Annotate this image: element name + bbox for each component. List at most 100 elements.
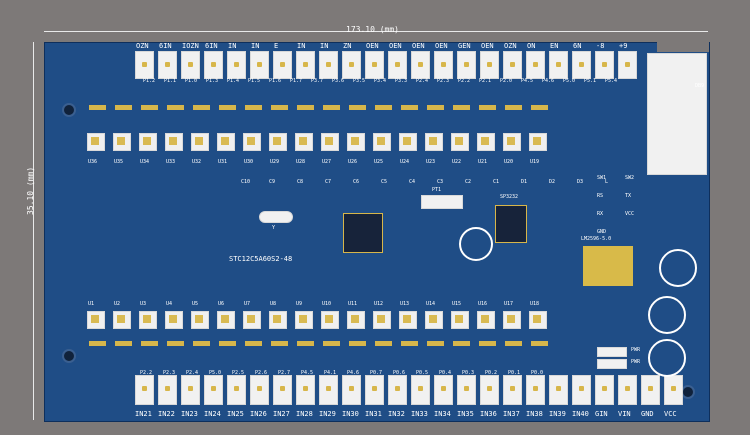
top-module-label: U27: [322, 159, 332, 165]
top-dimension-label: 173.10 (mm): [346, 25, 399, 34]
misc-label: D1: [521, 179, 528, 185]
top-module-pad: [353, 105, 358, 110]
bottom-module-label: U11: [348, 301, 358, 307]
bottom-net-label: P4.5: [301, 370, 314, 376]
bottom-module-pad: [413, 341, 418, 346]
top-module-pad: [375, 105, 380, 110]
bottom-connector-label: IN35: [457, 410, 474, 418]
top-module-pad: [505, 105, 510, 110]
misc-label: C1: [493, 179, 500, 185]
bottom-module-pad: [119, 341, 124, 346]
top-module-pad: [327, 105, 332, 110]
bottom-module-pad: [513, 341, 518, 346]
top-module-pad: [97, 105, 102, 110]
bottom-connector-label: IN27: [273, 410, 290, 418]
bottom-module-pad: [101, 341, 106, 346]
bottom-module-pad: [219, 341, 224, 346]
top-module-label: U20: [504, 159, 514, 165]
top-dimension-line: [44, 31, 708, 32]
bottom-module-pad: [171, 341, 176, 346]
top-module-pad: [491, 105, 496, 110]
bottom-terminal-23: [641, 375, 660, 405]
sp3232-label: SP3232: [500, 194, 519, 200]
misc-label: D3: [577, 179, 584, 185]
bottom-terminal-3: [181, 375, 200, 405]
top-module-pad: [401, 105, 406, 110]
top-terminal-3: [181, 51, 200, 79]
bottom-module-pad: [149, 341, 154, 346]
bottom-module-pad: [353, 341, 358, 346]
bottom-net-label: P2.5: [232, 370, 245, 376]
top-connector-label: IN: [251, 42, 260, 50]
misc-label: C4: [409, 179, 416, 185]
bottom-module: [503, 311, 521, 329]
bottom-module-pad: [297, 341, 302, 346]
bottom-module-pad: [193, 341, 198, 346]
bottom-module-pad: [89, 341, 94, 346]
bottom-module-pad: [487, 341, 492, 346]
top-module-pad: [197, 105, 202, 110]
top-connector-label: OZN: [504, 42, 517, 50]
top-net-label: P1.0: [185, 78, 198, 84]
top-module-pad: [271, 105, 276, 110]
switch-2-label: PWR: [631, 359, 641, 365]
top-connector-label: -8: [596, 42, 605, 50]
top-module-pad: [431, 105, 436, 110]
bottom-connector-label: IN38: [526, 410, 543, 418]
bottom-connector-label: IN28: [296, 410, 313, 418]
bottom-net-label: P0.7: [370, 370, 383, 376]
bottom-module: [373, 311, 391, 329]
mcu-label: STC12C5A60S2-48: [229, 255, 293, 263]
bottom-module-pad: [505, 341, 510, 346]
top-module-pad: [149, 105, 154, 110]
right-side-label: VCC: [625, 211, 635, 217]
bottom-connector-label: IN30: [342, 410, 359, 418]
bottom-terminal-20: [572, 375, 591, 405]
bottom-module-pad: [93, 341, 98, 346]
top-terminal-4: [204, 51, 223, 79]
top-module-pad: [245, 105, 250, 110]
bottom-module-pad: [141, 341, 146, 346]
bottom-module-pad: [457, 341, 462, 346]
top-terminal-13: [411, 51, 430, 79]
top-terminal-1: [135, 51, 154, 79]
bottom-module-pad: [335, 341, 340, 346]
top-terminal-22: [618, 51, 637, 79]
top-module-pad: [461, 105, 466, 110]
bottom-terminal-21: [595, 375, 614, 405]
top-net-label: P3.4: [374, 78, 387, 84]
top-connector-label: 6IN: [159, 42, 172, 50]
bottom-module-pad: [257, 341, 262, 346]
bottom-net-label: P0.4: [439, 370, 452, 376]
bottom-module-pad: [153, 341, 158, 346]
bottom-module-pad: [531, 341, 536, 346]
bottom-module-pad: [491, 341, 496, 346]
top-connector-label: OEN: [366, 42, 379, 50]
misc-label: D2: [549, 179, 556, 185]
top-connector-label: GEN: [458, 42, 471, 50]
top-net-label: P3.3: [395, 78, 408, 84]
top-module: [217, 133, 235, 151]
top-module-label: U22: [452, 159, 462, 165]
top-module-pad: [535, 105, 540, 110]
right-side-label: SW2: [625, 175, 635, 181]
bottom-module-label: U5: [192, 301, 199, 307]
top-module-label: U35: [114, 159, 124, 165]
top-module: [113, 133, 131, 151]
top-module-pad: [89, 105, 94, 110]
crystal: [259, 211, 293, 223]
bottom-net-label: P2.4: [186, 370, 199, 376]
bottom-module-label: U1: [88, 301, 95, 307]
top-module-pad: [127, 105, 132, 110]
bottom-module-pad: [431, 341, 436, 346]
bottom-module-pad: [361, 341, 366, 346]
bottom-module-pad: [279, 341, 284, 346]
capacitor-c1: [459, 227, 493, 261]
bottom-terminal-2: [158, 375, 177, 405]
top-terminal-21: [595, 51, 614, 79]
top-module-pad: [93, 105, 98, 110]
top-net-label: P3.7: [311, 78, 324, 84]
top-module-pad: [361, 105, 366, 110]
bottom-module-pad: [483, 341, 488, 346]
top-module-pad: [509, 105, 514, 110]
